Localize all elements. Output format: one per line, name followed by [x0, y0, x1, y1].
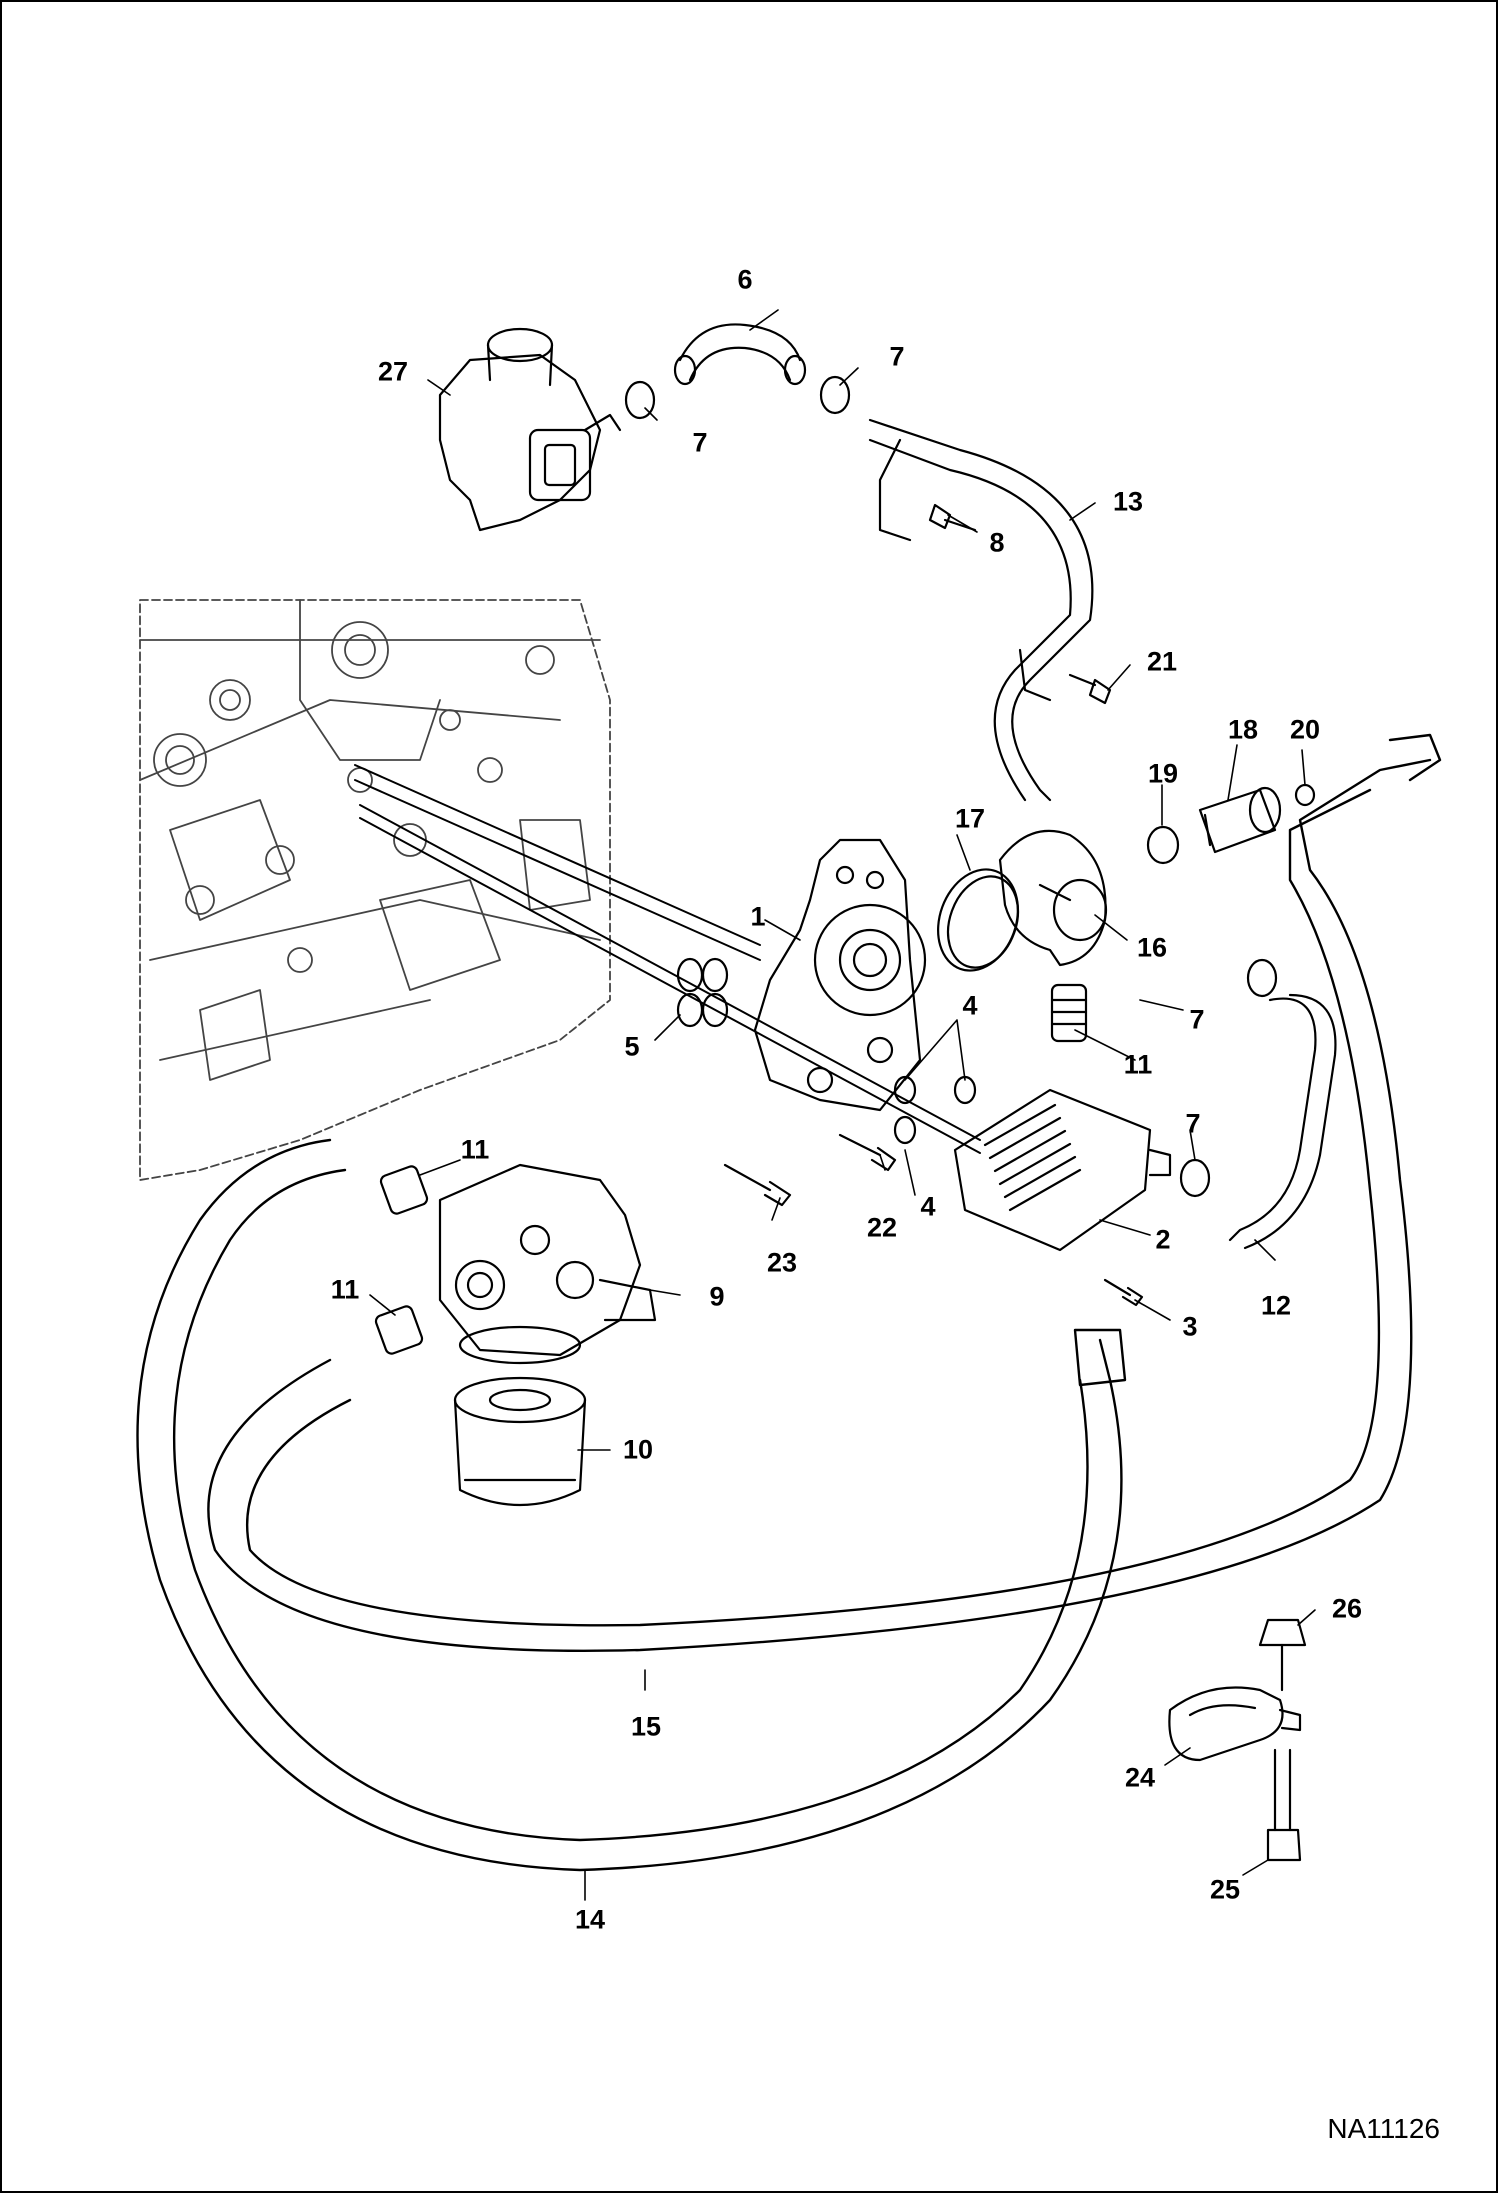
nut-26 — [1258, 1618, 1307, 1692]
callout-16: 16 — [1136, 932, 1168, 963]
oil-filter-10 — [453, 1376, 587, 1507]
callout-15: 15 — [630, 1711, 662, 1742]
callout-1: 1 — [750, 901, 766, 932]
callout-23: 23 — [766, 1247, 798, 1278]
callout-2: 2 — [1155, 1224, 1171, 1255]
callout-21: 21 — [1146, 646, 1178, 677]
callout-11: 11 — [330, 1274, 360, 1305]
callout-3: 3 — [1182, 1311, 1198, 1342]
callout-7: 7 — [889, 341, 905, 372]
drawing-id: NA11126 — [1327, 2113, 1440, 2144]
bolt — [928, 503, 1112, 705]
bolt — [723, 1133, 1144, 1307]
callout-27: 27 — [377, 356, 409, 387]
hose-6 — [673, 323, 807, 386]
callout-4: 4 — [920, 1191, 936, 1222]
callout-18: 18 — [1227, 714, 1259, 745]
hose-12 — [1228, 993, 1337, 1250]
engine-block — [139, 599, 611, 1181]
callout-4: 4 — [962, 990, 978, 1021]
callout-17: 17 — [954, 803, 986, 834]
hose-14 — [136, 1138, 1127, 1872]
cooler-cover-16 — [998, 829, 1108, 967]
oil-cooler-2 — [953, 1088, 1172, 1252]
filter-head-9 — [438, 1163, 657, 1365]
callout-8: 8 — [989, 527, 1005, 558]
callout-9: 9 — [709, 1281, 725, 1312]
o-ring — [676, 957, 977, 1145]
hose-clip-24 — [1168, 1686, 1302, 1762]
callout-20: 20 — [1289, 714, 1321, 745]
callout-7: 7 — [692, 427, 708, 458]
thermostat-housing — [438, 327, 622, 532]
temperature-sensor — [1146, 783, 1316, 865]
callout-13: 13 — [1112, 486, 1144, 517]
callout-11: 11 — [460, 1134, 490, 1165]
coolant-tube-13 — [868, 418, 1094, 802]
bolt-25 — [1266, 1748, 1302, 1862]
callout-7: 7 — [1189, 1004, 1205, 1035]
o-ring-17 — [937, 868, 1020, 972]
hose-clamp — [624, 375, 1278, 1198]
callout-5: 5 — [624, 1031, 640, 1062]
hose-15 — [207, 733, 1442, 1653]
callout-19: 19 — [1147, 758, 1179, 789]
callout-11: 11 — [1123, 1049, 1153, 1080]
callout-26: 26 — [1331, 1593, 1363, 1624]
callout-7: 7 — [1185, 1108, 1201, 1139]
oil-cooler-housing — [753, 838, 927, 1112]
callout-10: 10 — [622, 1434, 654, 1465]
callout-24: 24 — [1124, 1762, 1156, 1793]
callout-12: 12 — [1260, 1290, 1292, 1321]
callout-6: 6 — [737, 264, 753, 295]
callout-22: 22 — [866, 1212, 898, 1243]
callout-leaders — [369, 309, 1316, 1901]
callout-14: 14 — [574, 1904, 606, 1935]
callout-25: 25 — [1209, 1874, 1241, 1905]
mounting-rods — [354, 764, 981, 1154]
fitting — [374, 983, 1088, 1355]
